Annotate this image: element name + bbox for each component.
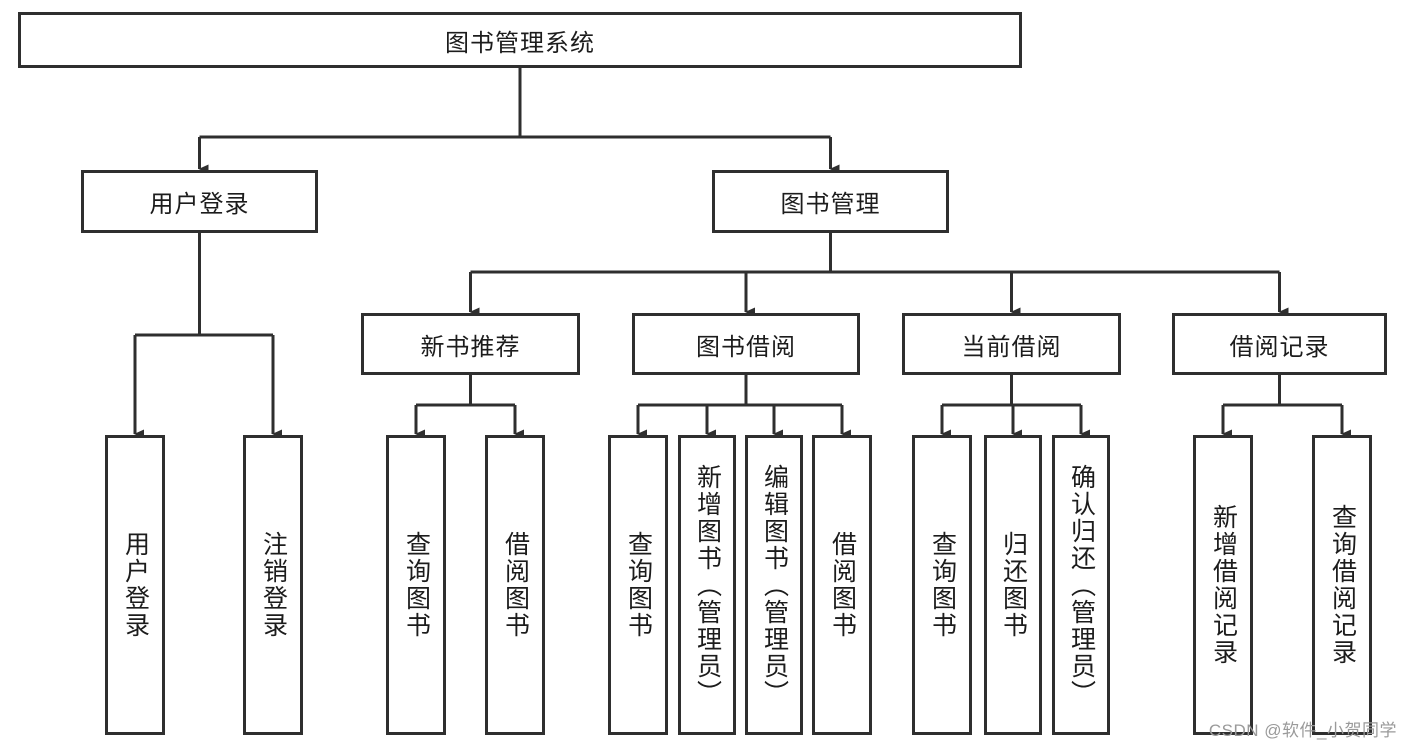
- node-leaf-query-book-cur[interactable]: 查询图书: [912, 435, 972, 735]
- node-label: 用户登录: [121, 531, 150, 639]
- node-label: 图书管理: [780, 191, 881, 218]
- watermark-text: CSDN @软件_小贺同学: [1208, 721, 1397, 740]
- node-label: 借阅记录: [1229, 333, 1330, 361]
- node-label: 当前借阅: [961, 333, 1062, 361]
- node-leaf-borrow-book[interactable]: 借阅图书: [812, 435, 872, 735]
- node-leaf-query-record[interactable]: 查询借阅记录: [1312, 435, 1372, 735]
- node-label: 图书借阅: [696, 333, 796, 361]
- node-label: 用户登录: [149, 191, 250, 218]
- node-label: 借阅图书: [501, 531, 530, 639]
- node-label: 查询图书: [402, 531, 431, 639]
- node-label: 编辑图书（管理员）: [760, 463, 789, 707]
- node-label: 新书推荐: [420, 333, 521, 361]
- node-leaf-confirm-return[interactable]: 确认归还（管理员）: [1052, 435, 1110, 735]
- node-new-book-rec[interactable]: 新书推荐: [361, 313, 580, 375]
- node-book-manage[interactable]: 图书管理: [712, 170, 949, 233]
- node-label: 图书管理系统: [445, 29, 595, 57]
- node-borrow-record[interactable]: 借阅记录: [1172, 313, 1387, 375]
- node-user-login[interactable]: 用户登录: [81, 170, 318, 233]
- node-label: 新增图书（管理员）: [693, 463, 722, 707]
- node-leaf-logout[interactable]: 注销登录: [243, 435, 303, 735]
- node-label: 借阅图书: [828, 531, 857, 639]
- node-root[interactable]: 图书管理系统: [18, 12, 1022, 68]
- node-current-borrow[interactable]: 当前借阅: [902, 313, 1121, 375]
- node-book-borrow[interactable]: 图书借阅: [632, 313, 860, 375]
- node-leaf-add-book[interactable]: 新增图书（管理员）: [678, 435, 736, 735]
- node-leaf-query-book-rec[interactable]: 查询图书: [386, 435, 446, 735]
- node-label: 新增借阅记录: [1209, 504, 1238, 666]
- node-leaf-return-book[interactable]: 归还图书: [984, 435, 1042, 735]
- node-leaf-user-login[interactable]: 用户登录: [105, 435, 165, 735]
- node-leaf-borrow-book-rec[interactable]: 借阅图书: [485, 435, 545, 735]
- node-leaf-query-book-borrow[interactable]: 查询图书: [608, 435, 668, 735]
- node-label: 查询借阅记录: [1328, 504, 1357, 666]
- node-label: 确认归还（管理员）: [1067, 463, 1096, 707]
- node-label: 注销登录: [259, 531, 288, 639]
- node-leaf-edit-book[interactable]: 编辑图书（管理员）: [745, 435, 803, 735]
- node-label: 查询图书: [928, 531, 957, 639]
- node-label: 查询图书: [624, 531, 653, 639]
- node-leaf-add-record[interactable]: 新增借阅记录: [1193, 435, 1253, 735]
- node-label: 归还图书: [999, 531, 1028, 639]
